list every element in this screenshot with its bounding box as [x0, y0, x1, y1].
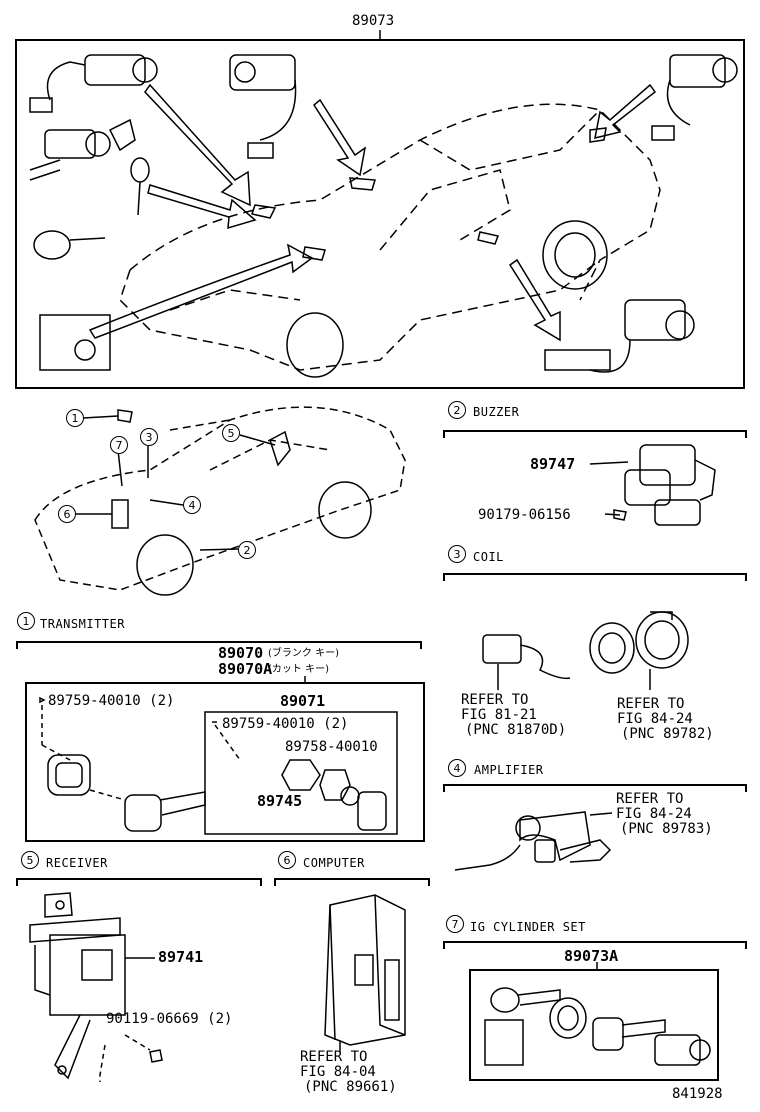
callout-5: 5 [222, 424, 240, 442]
callout-1: 1 [66, 409, 84, 427]
transmitter-part-89070A: 89070A [218, 660, 273, 678]
callout-7: 7 [110, 436, 128, 454]
buzzer-drawing [589, 444, 716, 526]
callout-6: 6 [58, 505, 76, 523]
computer-section-number: 6 [278, 851, 296, 869]
car-overview-drawing [34, 406, 406, 591]
car-wheels [286, 220, 608, 378]
receiver-part-89741: 89741 [158, 948, 204, 966]
amplifier-ref-line2: FIG 84-24 [616, 806, 692, 822]
callout-leaders [76, 415, 276, 551]
callout-4: 4 [183, 496, 201, 514]
receiver-part-90119: 90119-06669 (2) [106, 1011, 233, 1027]
coil-ref1-line2: FIG 81-21 [461, 707, 537, 723]
lock-cylinder-parts-top [29, 54, 738, 373]
callout-3: 3 [140, 428, 158, 446]
receiver-drawing [29, 892, 163, 1082]
receiver-section-number: 5 [21, 851, 39, 869]
transmitter-outer-frame [25, 682, 425, 842]
coil-ref2-line3: (PNC 89782) [621, 726, 714, 742]
ig-cylinder-bracket [443, 941, 747, 949]
transmitter-section-title: TRANSMITTER [40, 617, 125, 631]
amplifier-section-number: 4 [448, 759, 466, 777]
buzzer-section-title: BUZZER [473, 405, 520, 419]
pointer-arrows [88, 83, 657, 342]
coil-drawing [482, 611, 689, 690]
transmitter-note-cut-key: (カット キー) [268, 664, 329, 675]
receiver-section-title: RECEIVER [46, 856, 108, 870]
amplifier-drawing [454, 811, 613, 871]
transmitter-part-89745: 89745 [257, 792, 303, 810]
transmitter-bracket [16, 641, 422, 649]
amplifier-section-title: AMPLIFIER [474, 763, 544, 777]
callout-parts [111, 409, 291, 529]
buzzer-bracket [443, 430, 747, 438]
coil-bracket [443, 573, 747, 581]
buzzer-section-number: 2 [448, 401, 466, 419]
computer-bracket [274, 878, 430, 886]
ig-cylinder-part-89073A: 89073A [564, 947, 619, 965]
computer-ref-line1: REFER TO [300, 1049, 368, 1065]
transmitter-part-89758: 89758-40010 [285, 739, 378, 755]
figure-number: 841928 [672, 1086, 723, 1102]
buzzer-part-89747: 89747 [530, 455, 576, 473]
computer-ref-line2: FIG 84-04 [300, 1064, 376, 1080]
ig-cylinder-drawing [484, 987, 711, 1066]
transmitter-part-89759-inner: 89759-40010 (2) [222, 716, 349, 732]
transmitter-part-89070: 89070 [218, 644, 264, 662]
coil-section-number: 3 [448, 545, 466, 563]
ig-cylinder-section-title: IG CYLINDER SET [470, 920, 586, 934]
callout-2: 2 [238, 541, 256, 559]
transmitter-section-number: 1 [17, 612, 35, 630]
buzzer-part-90179: 90179-06156 [478, 507, 571, 523]
transmitter-part-89071: 89071 [280, 692, 326, 710]
car-overview-wheels [136, 481, 372, 596]
receiver-bracket [16, 878, 262, 886]
ig-cylinder-section-number: 7 [446, 915, 464, 933]
coil-ref2-line1: REFER TO [617, 696, 685, 712]
transmitter-drawing [39, 696, 387, 832]
transmitter-part-89759-outer: 89759-40010 (2) [48, 693, 175, 709]
transmitter-note-blank-key: (ブランク キー) [268, 648, 339, 659]
coil-section-title: COIL [473, 550, 504, 564]
amplifier-ref-line3: (PNC 89783) [620, 821, 713, 837]
car-main-drawing [119, 103, 661, 371]
amplifier-bracket [443, 784, 747, 792]
top-frame [15, 39, 745, 389]
amplifier-ref-line1: REFER TO [616, 791, 684, 807]
coil-ref2-line2: FIG 84-24 [617, 711, 693, 727]
coil-ref1-line1: REFER TO [461, 692, 529, 708]
transmitter-inner-frame [204, 711, 398, 835]
computer-drawing [324, 894, 406, 1052]
ig-cylinder-frame [469, 969, 719, 1081]
computer-section-title: COMPUTER [303, 856, 365, 870]
top-part-number: 89073 [352, 13, 395, 29]
computer-ref-line3: (PNC 89661) [304, 1079, 397, 1095]
coil-ref1-line3: (PNC 81870D) [465, 722, 567, 738]
